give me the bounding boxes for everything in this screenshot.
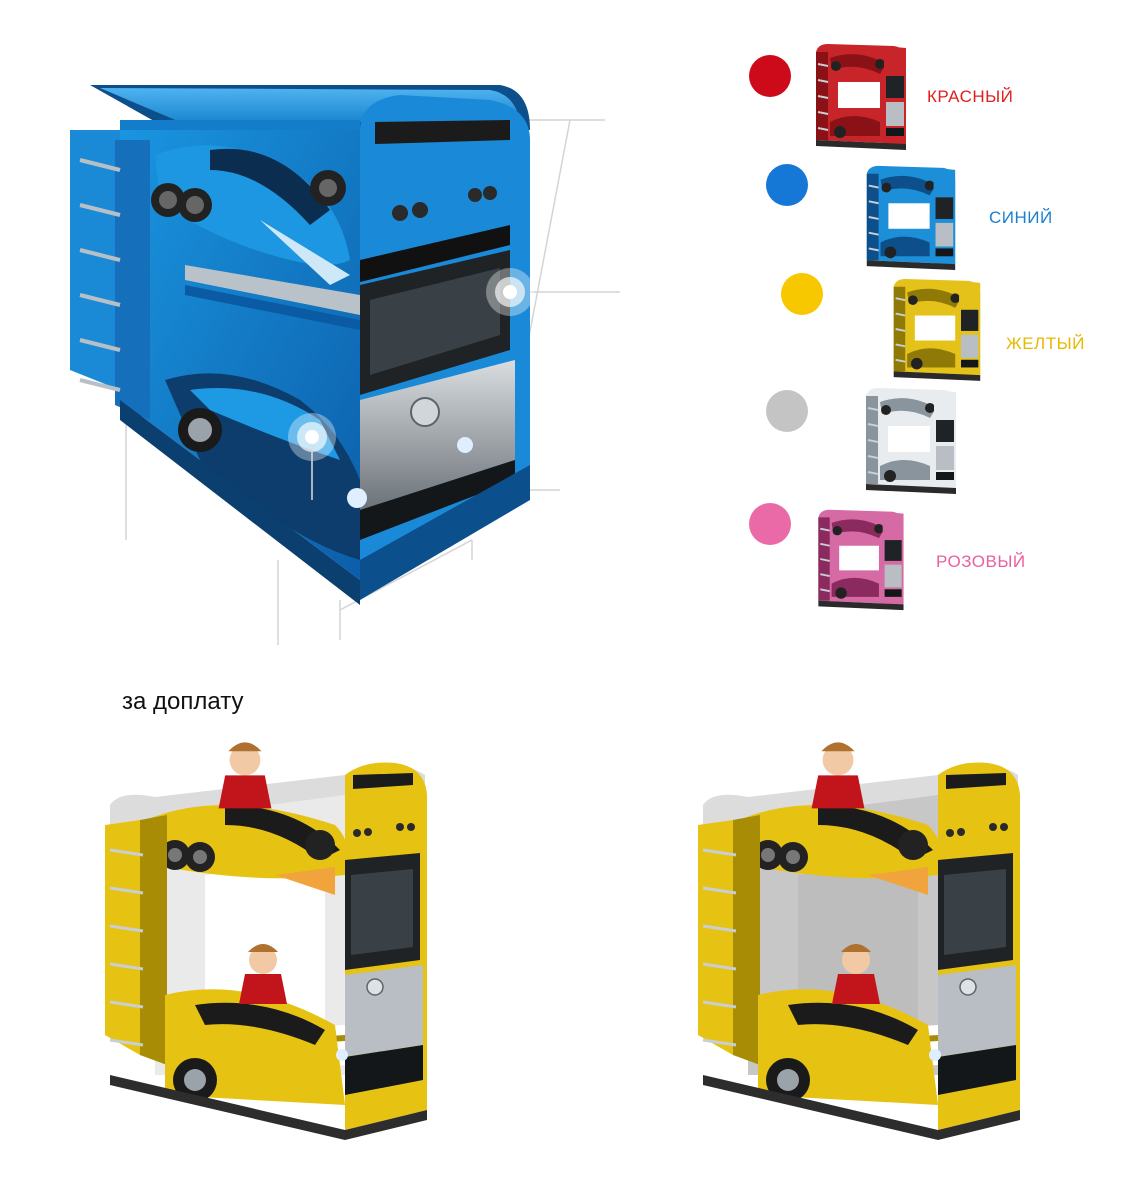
swatch-red[interactable] [749,55,791,97]
hero-bed-image [70,85,620,645]
color-label-blue: СИНИЙ [989,208,1053,227]
color-label-pink: РОЗОВЫЙ [936,552,1026,571]
yellow-bed-image-right [698,742,1020,1140]
variant-thumb-red[interactable] [808,40,912,152]
variant-thumb-blue[interactable] [858,162,962,272]
swatch-white[interactable] [766,390,808,432]
variant-thumb-yellow[interactable] [886,274,986,384]
swatch-blue[interactable] [766,164,808,206]
extra-cost-label: за доплату [122,688,244,715]
truck-cab-graphic [347,95,530,580]
yellow-bed-image-left [105,742,427,1140]
hotspot-marker[interactable] [288,413,336,461]
swatch-yellow[interactable] [781,273,823,315]
swatch-pink[interactable] [749,503,791,545]
hotspot-marker[interactable] [486,268,534,316]
upper-car-graphic [151,145,350,285]
variant-thumb-white[interactable] [858,384,962,496]
color-label-yellow: ЖЕЛТЫЙ [1006,334,1085,353]
color-label-red: КРАСНЫЙ [927,87,1014,106]
ladder [70,130,150,420]
variant-thumb-pink[interactable] [808,506,912,612]
